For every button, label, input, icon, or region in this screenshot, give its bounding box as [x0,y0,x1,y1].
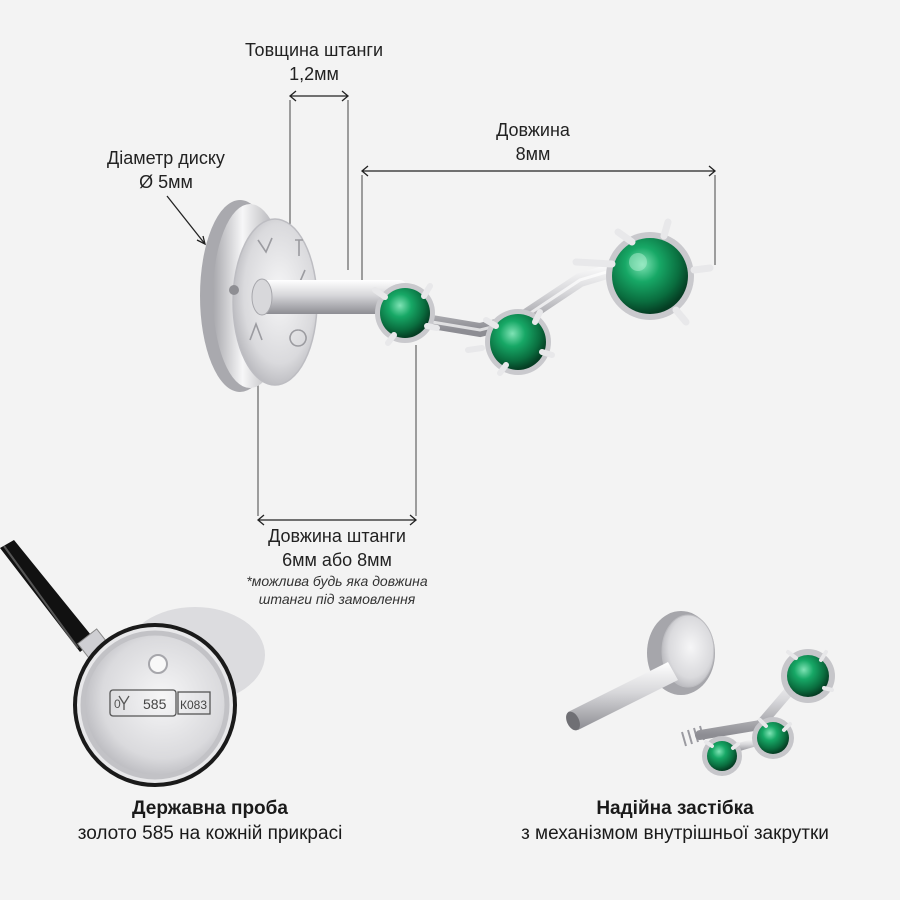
bar-length-label: Довжина штанги 6мм або 8мм [232,524,442,572]
feature-clasp: Надійна застібка з механізмом внутрішньо… [470,796,880,846]
bar-length-title: Довжина штанги [268,526,406,546]
disc-diameter-title: Діаметр диску [107,148,225,168]
feature-hallmark: Державна проба золото 585 на кожній прик… [20,796,400,846]
disc-diameter-label: Діаметр диску Ø 5мм [76,146,256,194]
gem-medium [465,309,555,376]
hallmark-sign: 0 [114,697,121,711]
bar-length-note: *можлива будь яка довжина штанги під зам… [212,572,462,608]
gem-small [372,283,440,346]
feature-clasp-subtitle: з механізмом внутрішньої закрутки [521,823,829,844]
magnifier-hallmark: 0 585 К083 [0,540,265,787]
length-label: Довжина 8мм [463,118,603,166]
gem-large [572,218,714,326]
bar-length-note-line1: *можлива будь яка довжина [246,573,428,589]
bar-thickness-label: Товщина штанги 1,2мм [214,38,414,86]
bar-length-note-line2: штанги під замовлення [258,591,416,607]
feature-hallmark-subtitle: золото 585 на кожній прикрасі [77,823,343,844]
bar-length-value: 6мм або 8мм [282,550,392,570]
hallmark-stamp [109,689,211,717]
bar-thickness-title: Товщина штанги [244,40,384,60]
length-title: Довжина [496,120,570,140]
feature-hallmark-title: Державна проба [132,798,288,819]
hallmark-code: К083 [180,698,207,712]
dimension-guides [166,90,717,526]
feature-clasp-title: Надійна застібка [596,798,754,819]
hallmark-fineness: 585 [143,696,167,712]
disc-diameter-value: Ø 5мм [139,172,193,192]
length-value: 8мм [515,144,551,164]
disassembled-earring [566,611,835,776]
labret-earring [200,200,714,392]
bar-thickness-value: 1,2мм [289,64,339,84]
